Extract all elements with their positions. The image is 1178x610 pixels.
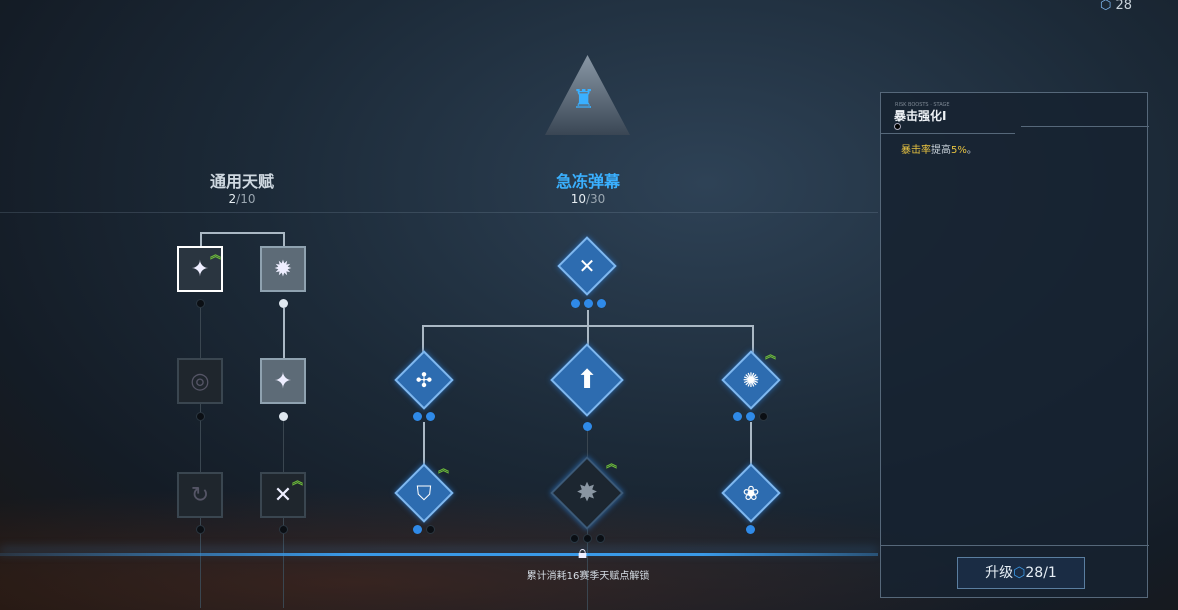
tree-connector: [423, 422, 425, 464]
talent-node-general-1[interactable]: ✦: [177, 246, 223, 292]
rank-dot: [426, 412, 435, 421]
rank-dot: [597, 299, 606, 308]
talent-point-counter: ⬡ 28: [1100, 0, 1132, 13]
talent-point-icon: ⬡: [1013, 565, 1026, 581]
talent-node-spec-center[interactable]: ⬆: [550, 343, 624, 417]
talent-node-general-6[interactable]: ✕: [260, 472, 306, 518]
rank-dot: [279, 412, 288, 421]
talent-point-value: 28: [1115, 0, 1133, 13]
tree-connector: [200, 232, 202, 246]
talent-node-spec-root[interactable]: ✕: [557, 236, 617, 296]
rank-dot: [746, 412, 755, 421]
divider: [0, 212, 878, 213]
rank-dot: [596, 534, 605, 543]
rank-dot: [584, 299, 593, 308]
talent-name: 暴击强化I: [894, 109, 947, 123]
rank-dot: [426, 525, 435, 534]
rank-dot: [733, 412, 742, 421]
talent-node-general-4[interactable]: ✦: [260, 358, 306, 404]
rank-dot: [279, 525, 288, 534]
talent-rank-indicator: [894, 123, 901, 130]
rank-dot: [196, 299, 205, 308]
talent-node-spec-left[interactable]: ✣: [394, 350, 454, 410]
lock-icon: 🔒︎: [578, 543, 588, 563]
upgrade-available-icon: ︽: [606, 457, 617, 470]
talent-node-general-2[interactable]: ✹: [260, 246, 306, 292]
tree-connector: [422, 325, 424, 353]
talent-node-general-3[interactable]: ◎: [177, 358, 223, 404]
rank-dot: [413, 412, 422, 421]
spec-talent-count: 10/30: [570, 192, 606, 206]
talent-description: 暴击率提高5%。: [901, 145, 977, 156]
tree-connector: [752, 325, 754, 353]
tree-connector: [422, 325, 754, 353]
talent-point-icon: ⬡: [1100, 0, 1112, 13]
rank-dot: [196, 525, 205, 534]
upgrade-available-icon: ︽: [438, 462, 449, 475]
upgrade-available-icon: ︽: [765, 348, 776, 361]
panel-divider: [1021, 126, 1149, 127]
rank-dot: [759, 412, 768, 421]
unlock-requirement-text: 累计消耗16赛季天赋点解锁: [526, 571, 650, 582]
tree-connector: [750, 422, 752, 464]
rank-dot: [583, 422, 592, 431]
tree-connector: [283, 232, 285, 246]
rank-dot: [570, 534, 579, 543]
turret-icon: ♜: [572, 85, 596, 115]
spec-talent-title: 急冻弹幕: [555, 172, 620, 191]
unlock-threshold-bar: [0, 553, 878, 556]
rank-dot: [571, 299, 580, 308]
general-talent-title: 通用天赋: [209, 172, 274, 191]
talent-node-general-5[interactable]: ↻: [177, 472, 223, 518]
tree-connector: [587, 310, 589, 348]
upgrade-button[interactable]: 升级⬡28/1: [957, 557, 1085, 589]
talent-detail-panel: RISK BOOSTS · STAGE 暴击强化I 暴击率提高5%。 升级⬡28…: [880, 92, 1149, 598]
upgrade-available-icon: ︽: [210, 248, 221, 261]
tree-connector: [283, 308, 285, 358]
rank-dot: [196, 412, 205, 421]
tree-connector: [200, 232, 284, 234]
rank-dot: [413, 525, 422, 534]
upgrade-available-icon: ︽: [292, 474, 303, 487]
tree-connector: [200, 308, 201, 608]
general-talent-count: 2/10: [228, 192, 256, 206]
rank-dot: [746, 525, 755, 534]
panel-divider: [881, 545, 1149, 546]
rank-dot: [583, 534, 592, 543]
panel-divider: [881, 133, 1015, 134]
detail-subtitle: RISK BOOSTS · STAGE: [895, 102, 950, 108]
rank-dot: [279, 299, 288, 308]
